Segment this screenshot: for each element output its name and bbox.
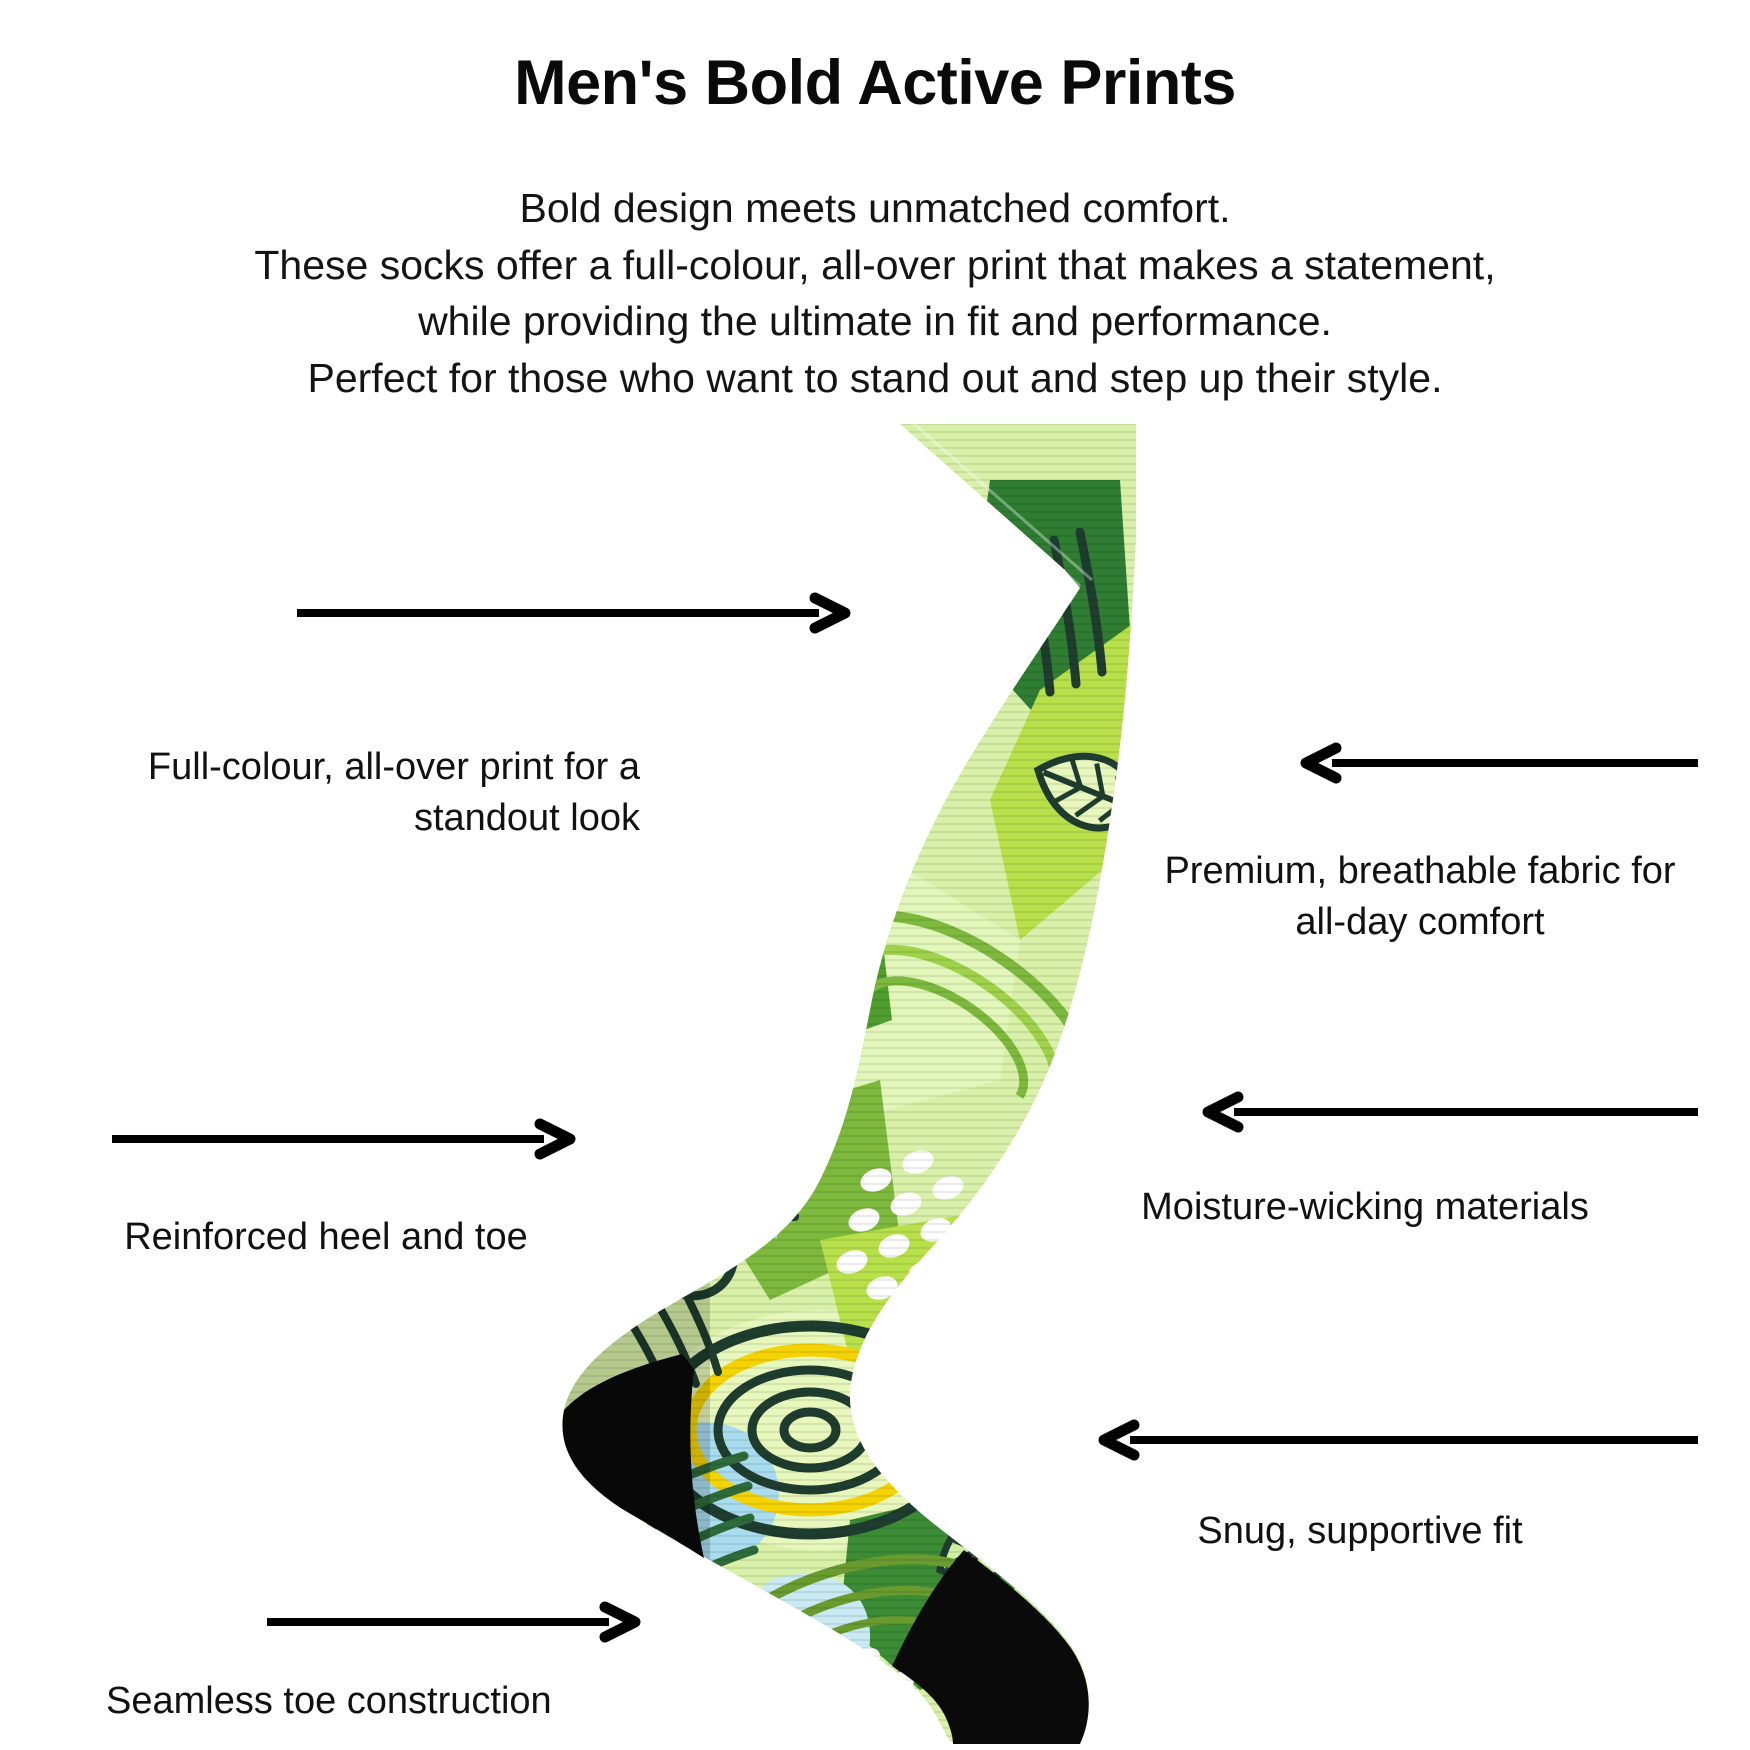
arrow-moisture-wicking <box>1202 1091 1700 1133</box>
subtitle-line-2: These socks offer a full-colour, all-ove… <box>254 241 1496 288</box>
sock-product-image <box>520 420 1140 1750</box>
grass-stroke-motif <box>883 473 989 615</box>
subtitle-line-1: Bold design meets unmatched comfort. <box>519 185 1231 231</box>
feature-label-seamless-toe: Seamless toe construction <box>106 1680 552 1722</box>
arrow-reinforced-heel-toe <box>110 1118 580 1160</box>
outlined-drop-motif <box>800 1678 882 1742</box>
outlined-drop-motif <box>649 1209 739 1301</box>
sock-toe <box>892 1550 1089 1744</box>
arrow-snug-fit <box>1098 1419 1700 1461</box>
page-subtitle: Bold design meets unmatched comfort. The… <box>60 180 1690 406</box>
feature-label-snug-fit: Snug, supportive fit <box>1197 1510 1523 1552</box>
sock-heel <box>562 1354 704 1558</box>
subtitle-line-3: while providing the ultimate in fit and … <box>418 298 1332 345</box>
subtitle-line-4: Perfect for those who want to stand out … <box>307 354 1443 401</box>
feature-label-full-colour-print: Full-colour, all-over print for a stando… <box>147 746 640 840</box>
arrow-breathable-fabric <box>1300 742 1700 784</box>
feature-label-moisture-wicking: Moisture-wicking materials <box>1141 1186 1589 1228</box>
dot-cluster-motif <box>941 1308 1067 1470</box>
feature-label-breathable-fabric: Premium, breathable fabric for all-day c… <box>1164 850 1676 944</box>
arrow-seamless-toe <box>265 1601 645 1643</box>
page-title: Men's Bold Active Prints <box>514 48 1236 118</box>
feature-label-reinforced-heel-toe: Reinforced heel and toe <box>124 1216 528 1258</box>
arrow-full-colour-print <box>295 592 855 634</box>
